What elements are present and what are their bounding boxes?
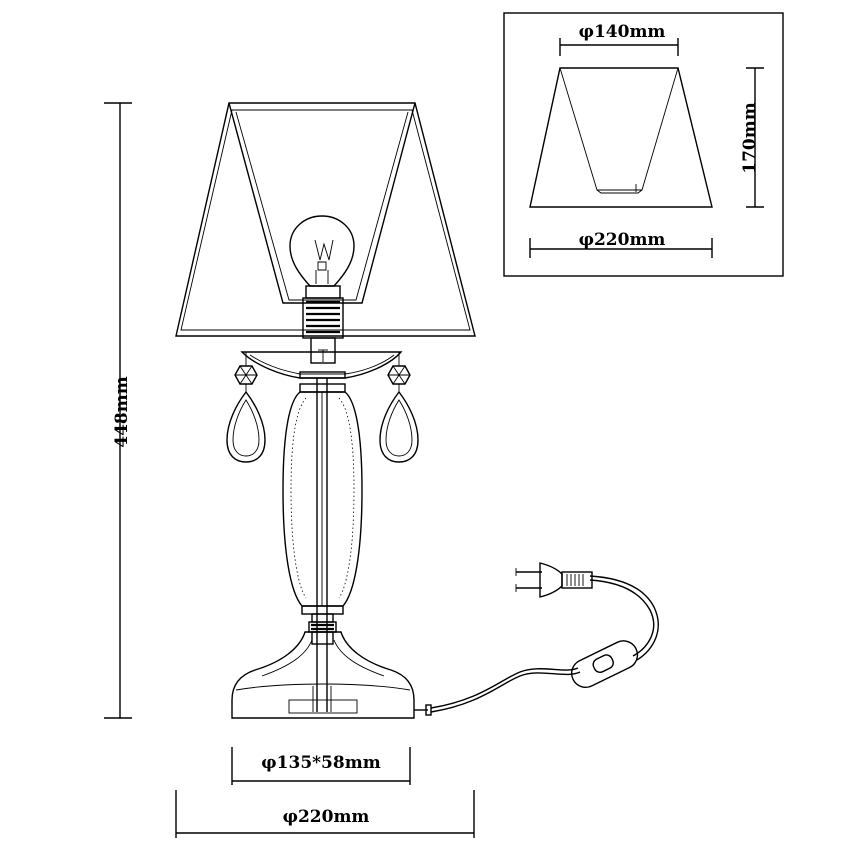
crystal-left	[226, 352, 266, 463]
glass-column	[282, 378, 363, 712]
overall-width-label: φ220mm	[283, 807, 370, 827]
base-dimension: φ135*58mm	[231, 747, 411, 785]
shade-bottom-diameter-label: φ220mm	[579, 230, 666, 250]
light-bulb	[289, 215, 355, 287]
shade-height-label: 170mm	[740, 102, 760, 173]
base-size-label: φ135*58mm	[261, 753, 380, 773]
power-plug	[515, 562, 593, 598]
crystal-right	[379, 352, 419, 463]
bobeche-dish	[240, 351, 403, 379]
shade-detail-box: φ140mm 170mm φ220mm	[503, 12, 784, 277]
power-cord	[414, 575, 659, 716]
lamp-socket	[302, 285, 344, 364]
shade-top-diameter-label: φ140mm	[579, 22, 666, 42]
overall-width-dimension: φ220mm	[175, 790, 475, 838]
height-dimension: 448mm	[104, 102, 132, 719]
cord-switch	[570, 640, 639, 689]
lamp-base	[231, 613, 415, 719]
height-label: 448mm	[112, 376, 132, 447]
shade-detail-shape	[529, 67, 713, 208]
